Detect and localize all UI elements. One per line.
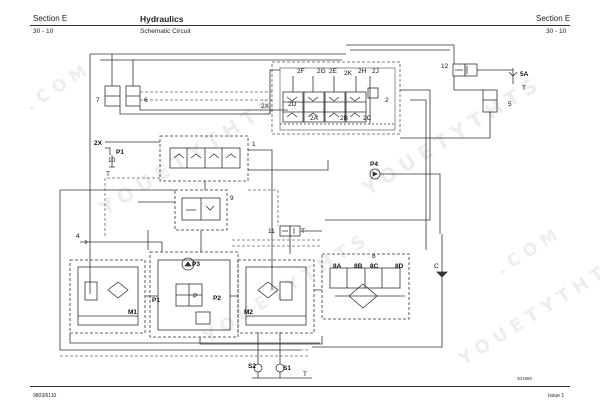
cylinder-7 <box>104 66 121 107</box>
label-t-mid: T <box>301 228 305 235</box>
label-2b: 2B <box>340 115 348 122</box>
page-subtitle: Schematic Circuit <box>140 28 191 35</box>
section-label-right: Section E <box>536 14 571 23</box>
label-t-bottom: T <box>303 371 307 378</box>
label-2h: 2H <box>358 68 367 75</box>
label-2f: 2F <box>297 68 305 75</box>
label-8d: 8D <box>395 263 404 270</box>
accumulator-c <box>436 271 448 278</box>
cylinder-6 <box>125 66 141 107</box>
label-p: P <box>193 293 197 300</box>
label-s2: S2 <box>248 363 256 370</box>
label-5a: 5A <box>520 71 529 78</box>
central-pump-assembly <box>149 251 239 338</box>
label-6: 6 <box>144 97 148 104</box>
component-labels: 2F 2G 2E 2K 2H 2J 2D 2A 2B 2C 2X 2 12 5A… <box>76 63 533 381</box>
label-m2: M2 <box>244 309 253 316</box>
label-t-left: T <box>106 171 110 178</box>
label-11: 11 <box>268 228 275 235</box>
issue-number: Issue 1 <box>548 393 565 399</box>
label-2a: 2A <box>310 115 319 122</box>
page-number-right: 30 - 10 <box>546 28 567 35</box>
header-divider <box>30 25 570 26</box>
label-7: 7 <box>96 97 100 104</box>
section-label-left: Section E <box>33 14 68 23</box>
label-p4: P4 <box>370 161 378 168</box>
label-c: C <box>434 263 439 270</box>
pilot-selector-11 <box>279 225 301 237</box>
label-p2: P2 <box>213 295 221 302</box>
cylinder-5 <box>482 89 498 126</box>
label-4: 4 <box>76 233 80 240</box>
label-m1: M1 <box>128 309 137 316</box>
label-2c: 2C <box>363 115 372 122</box>
label-1: 1 <box>252 141 256 148</box>
label-8: 8 <box>372 253 376 260</box>
page-title: Hydraulics <box>140 14 184 24</box>
label-8b: 8B <box>354 263 363 270</box>
label-8a: 8A <box>333 263 342 270</box>
filter-10 <box>109 155 115 168</box>
footer-divider <box>30 386 570 387</box>
label-2g: 2G <box>317 68 326 75</box>
motor-unit-m2 <box>237 259 315 334</box>
label-12: 12 <box>441 63 449 70</box>
pilot-lines <box>60 91 322 357</box>
label-2x-top: 2X <box>261 103 270 110</box>
doc-reference: 9803/6110 <box>33 393 57 399</box>
label-p3: P3 <box>192 261 200 268</box>
label-p1-left: P1 <box>116 149 124 156</box>
figure-reference: 301880 <box>517 376 533 381</box>
label-2x-left: 2X <box>94 140 103 147</box>
label-s1: S1 <box>283 365 291 372</box>
label-2: 2 <box>385 97 389 104</box>
hydraulic-lines <box>59 44 513 378</box>
label-2e: 2E <box>329 68 338 75</box>
solenoid-valve-12 <box>452 63 518 84</box>
label-9: 9 <box>230 195 234 202</box>
label-2j: 2J <box>372 68 379 75</box>
valve-bank-8 <box>321 253 410 320</box>
label-2k: 2K <box>344 70 353 77</box>
label-t-top: T <box>522 85 526 92</box>
valve-block-9 <box>174 189 228 231</box>
top-control-valve <box>271 61 401 135</box>
pilot-valve-block-1 <box>159 135 249 182</box>
motor-unit-m1 <box>69 259 146 334</box>
label-8c: 8C <box>370 263 379 270</box>
label-2d: 2D <box>288 101 297 108</box>
label-10: 10 <box>108 157 116 164</box>
page-number-left: 30 - 10 <box>33 28 54 35</box>
label-p1-motor: P1 <box>152 297 160 304</box>
label-5: 5 <box>508 101 512 108</box>
